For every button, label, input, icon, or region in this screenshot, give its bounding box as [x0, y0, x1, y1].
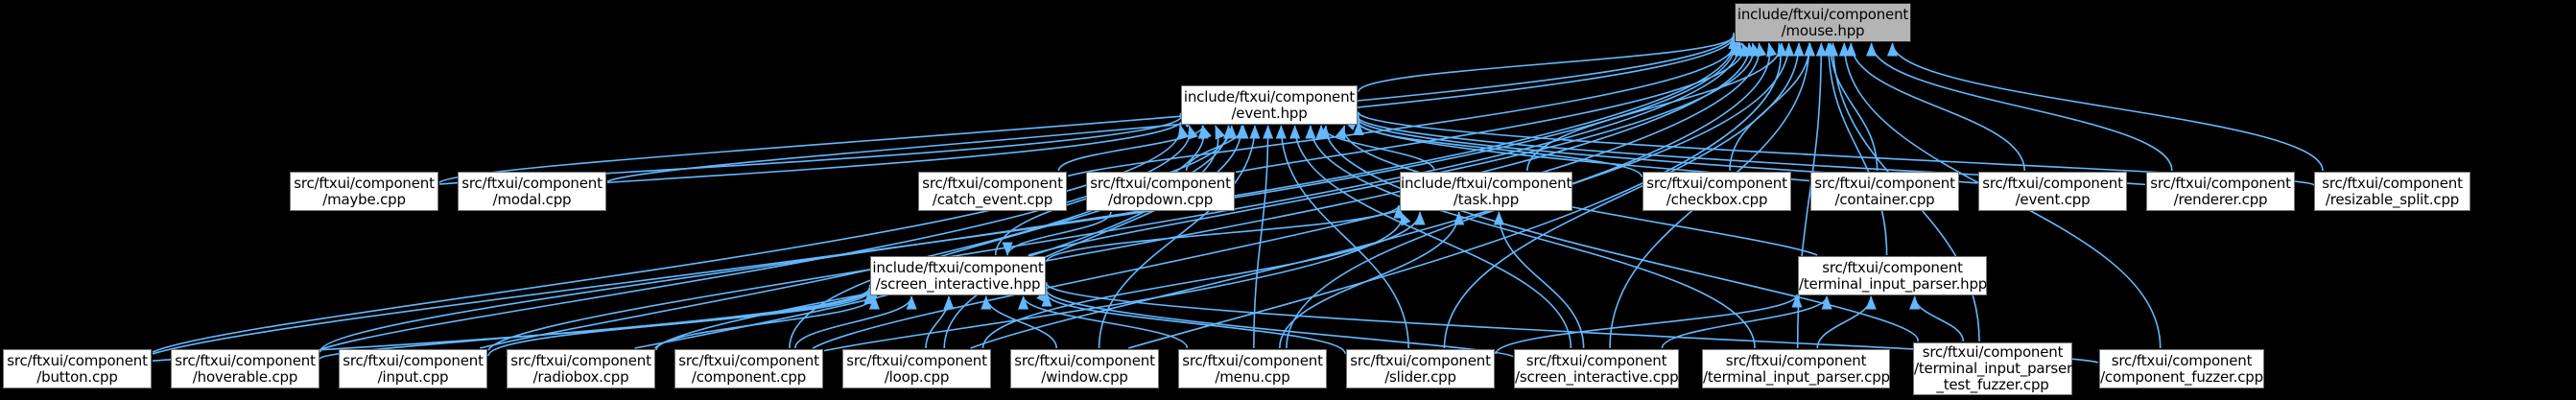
graph-node-renderer-cpp[interactable]: src/ftxui/component /renderer.cpp	[2146, 172, 2295, 211]
graph-edge	[1185, 125, 1249, 172]
graph-node-label: src/ftxui/component /loop.cpp	[846, 351, 987, 386]
graph-edge	[1289, 125, 1572, 349]
graph-node-terminal-input-parser-cpp[interactable]: src/ftxui/component /terminal_input_pars…	[1702, 349, 1890, 388]
graph-node-label: src/ftxui/component /modal.cpp	[461, 174, 603, 208]
graph-edge	[1279, 211, 1465, 349]
graph-node-label: src/ftxui/component /radiobox.cpp	[510, 351, 651, 386]
graph-edge	[1443, 42, 1805, 349]
graph-node-event-cpp[interactable]: src/ftxui/component /event.cpp	[1978, 172, 2127, 211]
graph-node-component-cpp[interactable]: src/ftxui/component /component.cpp	[674, 349, 823, 388]
graph-node-task-hpp[interactable]: include/ftxui/component /task.hpp	[1400, 172, 1572, 211]
graph-edge	[925, 295, 955, 349]
graph-node-label: include/ftxui/component /task.hpp	[1401, 174, 1572, 208]
graph-edge	[823, 211, 1411, 352]
graph-edge	[970, 42, 1778, 349]
graph-node-label: src/ftxui/component /button.cpp	[7, 351, 148, 386]
graph-edge	[655, 295, 880, 351]
graph-edge	[1275, 125, 1409, 349]
graph-node-label: src/ftxui/component /container.cpp	[1814, 174, 1955, 208]
graph-node-event-hpp[interactable]: include/ftxui/component /event.hpp	[1181, 85, 1358, 125]
graph-node-button-cpp[interactable]: src/ftxui/component /button.cpp	[3, 349, 152, 388]
graph-node-label: include/ftxui/component /event.hpp	[1183, 87, 1356, 122]
graph-edge	[319, 125, 1198, 351]
graph-node-menu-cpp[interactable]: src/ftxui/component /menu.cpp	[1178, 349, 1327, 388]
graph-edge	[1028, 42, 1761, 256]
graph-node-label: src/ftxui/component /renderer.cpp	[2150, 174, 2291, 208]
graph-edge	[1825, 42, 1879, 172]
graph-node-window-cpp[interactable]: src/ftxui/component /window.cpp	[1010, 349, 1159, 388]
graph-edge	[981, 295, 1058, 349]
graph-node-label: include/ftxui/component /screen_interact…	[872, 258, 1044, 293]
graph-edge	[789, 125, 1235, 349]
graph-edge	[438, 32, 1742, 184]
graph-edge	[654, 42, 1757, 349]
graph-edge	[981, 211, 1426, 349]
graph-node-radiobox-cpp[interactable]: src/ftxui/component /radiobox.cpp	[507, 349, 655, 388]
graph-edge	[1495, 294, 1803, 355]
graph-edge	[1319, 125, 1919, 342]
graph-node-label: src/ftxui/component /slider.cpp	[1350, 351, 1491, 386]
graph-node-component-fuzzer-cpp[interactable]: src/ftxui/component /component_fuzzer.cp…	[2099, 349, 2264, 388]
graph-edge	[1816, 295, 1877, 349]
graph-node-mouse-hpp[interactable]: include/ftxui/component /mouse.hpp	[1735, 3, 1911, 42]
graph-node-label: src/ftxui/component /component_fuzzer.cp…	[2100, 351, 2263, 386]
graph-node-label: src/ftxui/component /terminal_input_pars…	[1914, 343, 2072, 393]
graph-edge	[1493, 211, 1585, 349]
graph-node-label: src/ftxui/component /component.cpp	[678, 351, 819, 386]
graph-node-loop-cpp[interactable]: src/ftxui/component /loop.cpp	[842, 349, 991, 388]
graph-edge	[1661, 295, 1832, 349]
graph-edge	[1067, 39, 1744, 177]
graph-edge	[152, 124, 1189, 353]
graph-node-label: include/ftxui/component /mouse.hpp	[1737, 5, 1909, 39]
graph-edge	[1887, 42, 2324, 172]
graph-node-label: src/ftxui/component /event.cpp	[1982, 174, 2123, 208]
graph-edge	[1866, 42, 2173, 172]
graph-edge	[1128, 42, 1787, 349]
graph-node-checkbox-cpp[interactable]: src/ftxui/component /checkbox.cpp	[1642, 172, 1791, 211]
graph-edge	[1046, 204, 1405, 263]
graph-node-label: src/ftxui/component /hoverable.cpp	[175, 351, 316, 386]
graph-edge	[1002, 211, 1112, 256]
graph-edge	[1018, 295, 1189, 349]
graph-node-label: src/ftxui/component /maybe.cpp	[294, 174, 435, 208]
graph-node-label: src/ftxui/component /resizable_split.cpp	[2322, 174, 2463, 208]
graph-edge	[943, 125, 1247, 349]
graph-edge	[812, 42, 1767, 349]
graph-edge	[1041, 293, 1346, 355]
graph-edge	[606, 114, 1194, 184]
graph-node-terminal-input-parser-test-fuzzer-cpp[interactable]: src/ftxui/component /terminal_input_pars…	[1913, 342, 2072, 395]
graph-node-label: src/ftxui/component /checkbox.cpp	[1646, 174, 1787, 208]
graph-node-label: src/ftxui/component /screen_interactive.…	[1515, 351, 1679, 386]
graph-edge	[794, 295, 917, 349]
graph-edge	[1305, 125, 1756, 349]
graph-edge	[1823, 42, 1888, 256]
graph-node-slider-cpp[interactable]: src/ftxui/component /slider.cpp	[1346, 349, 1495, 388]
graph-node-label: src/ftxui/component /menu.cpp	[1182, 351, 1323, 386]
graph-node-dropdown-cpp[interactable]: src/ftxui/component /dropdown.cpp	[1086, 172, 1235, 211]
graph-node-label: src/ftxui/component /terminal_input_pars…	[1703, 351, 1890, 386]
graph-edge	[487, 42, 1746, 351]
graph-node-screen-interactive-cpp[interactable]: src/ftxui/component /screen_interactive.…	[1514, 349, 1679, 388]
graph-node-label: src/ftxui/component /input.cpp	[343, 351, 484, 386]
graph-node-screen-interactive-hpp[interactable]: include/ftxui/component /screen_interact…	[870, 256, 1046, 295]
graph-node-container-cpp[interactable]: src/ftxui/component /container.cpp	[1810, 172, 1959, 211]
graph-node-label: src/ftxui/component /window.cpp	[1014, 351, 1155, 386]
graph-edge	[319, 41, 1740, 353]
graph-node-hoverable-cpp[interactable]: src/ftxui/component /hoverable.cpp	[171, 349, 319, 388]
graph-node-catch-event-cpp[interactable]: src/ftxui/component /catch_event.cpp	[918, 172, 1067, 211]
graph-edge	[487, 290, 875, 357]
graph-node-label: src/ftxui/component /dropdown.cpp	[1090, 174, 1231, 208]
graph-edge	[1358, 35, 1739, 93]
graph-edge	[1909, 295, 1965, 342]
graph-edge	[1253, 125, 1274, 349]
graph-node-resizable-split-cpp[interactable]: src/ftxui/component /resizable_split.cpp	[2314, 172, 2470, 211]
graph-node-terminal-input-parser-hpp[interactable]: src/ftxui/component /terminal_input_pars…	[1798, 256, 1987, 295]
graph-node-modal-cpp[interactable]: src/ftxui/component /modal.cpp	[458, 172, 606, 211]
graph-node-label: src/ftxui/component /terminal_input_pars…	[1799, 258, 1988, 293]
graph-node-maybe-cpp[interactable]: src/ftxui/component /maybe.cpp	[290, 172, 438, 211]
graph-node-input-cpp[interactable]: src/ftxui/component /input.cpp	[339, 349, 487, 388]
graph-edge	[1845, 42, 2026, 172]
graph-node-label: src/ftxui/component /catch_event.cpp	[922, 174, 1063, 208]
